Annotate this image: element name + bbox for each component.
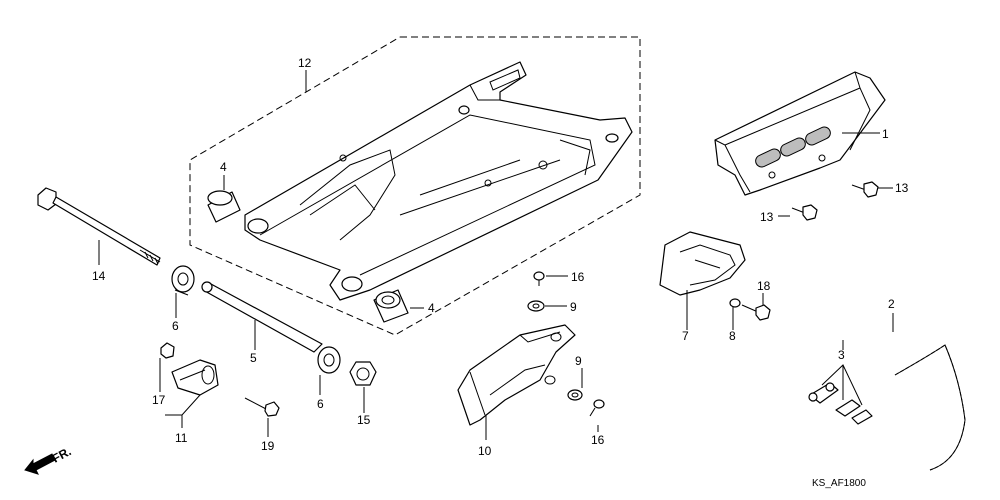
label-part-1: 1 — [882, 127, 889, 141]
washer-9-upper — [527, 300, 545, 312]
label-part-9-lower: 9 — [575, 354, 582, 368]
label-part-13-lower: 13 — [760, 210, 774, 224]
pivot-collar — [201, 281, 323, 353]
diagram-code: KS_AF1800 — [812, 478, 866, 489]
label-part-8: 8 — [729, 329, 736, 343]
master-link — [808, 382, 873, 425]
chain-slider — [457, 324, 576, 426]
label-part-19: 19 — [261, 439, 275, 453]
label-part-14: 14 — [92, 269, 106, 283]
bushing-lower — [373, 289, 409, 323]
label-part-15: 15 — [357, 413, 371, 427]
label-part-4-upper: 4 — [220, 160, 227, 174]
bushing-upper — [207, 190, 241, 223]
dust-seal-right — [317, 346, 341, 374]
cable-guide — [160, 342, 219, 396]
label-part-12: 12 — [298, 56, 312, 70]
label-part-17: 17 — [152, 393, 166, 407]
label-part-16-lower: 16 — [591, 433, 605, 447]
part-labels: 1 2 3 4 4 5 6 6 7 8 9 9 10 11 12 13 13 1… — [92, 56, 909, 458]
bolt-13-right — [851, 181, 879, 198]
label-part-6-right: 6 — [317, 397, 324, 411]
label-part-16-upper: 16 — [571, 270, 585, 284]
bolt-18 — [741, 304, 771, 321]
chain-cover — [714, 71, 886, 196]
bolt-19 — [244, 397, 280, 417]
label-part-3: 3 — [838, 348, 845, 362]
dust-seal-left — [171, 265, 195, 296]
label-part-4-lower: 4 — [428, 301, 435, 315]
pivot-nut — [349, 361, 377, 386]
bolt-13-lower — [791, 204, 818, 221]
screw-16-upper — [533, 271, 545, 286]
label-part-9-upper: 9 — [570, 300, 577, 314]
leader-lines — [98, 70, 894, 440]
direction-label: FR. — [50, 444, 74, 465]
label-part-10: 10 — [478, 444, 492, 458]
label-part-5: 5 — [250, 351, 257, 365]
label-part-7: 7 — [682, 329, 689, 343]
washer-9-lower — [567, 389, 583, 401]
washer-8 — [729, 298, 741, 308]
label-part-13-right: 13 — [895, 181, 909, 195]
chain-guide-plate — [659, 231, 746, 296]
drive-chain — [894, 344, 966, 471]
label-part-11: 11 — [175, 431, 188, 445]
front-direction-arrow-icon — [24, 453, 56, 475]
screw-16-lower — [589, 399, 605, 417]
label-part-6-left: 6 — [172, 319, 179, 333]
pivot-bolt — [37, 187, 161, 266]
label-part-2: 2 — [888, 297, 895, 311]
label-part-18: 18 — [757, 279, 771, 293]
swingarm — [244, 61, 633, 301]
